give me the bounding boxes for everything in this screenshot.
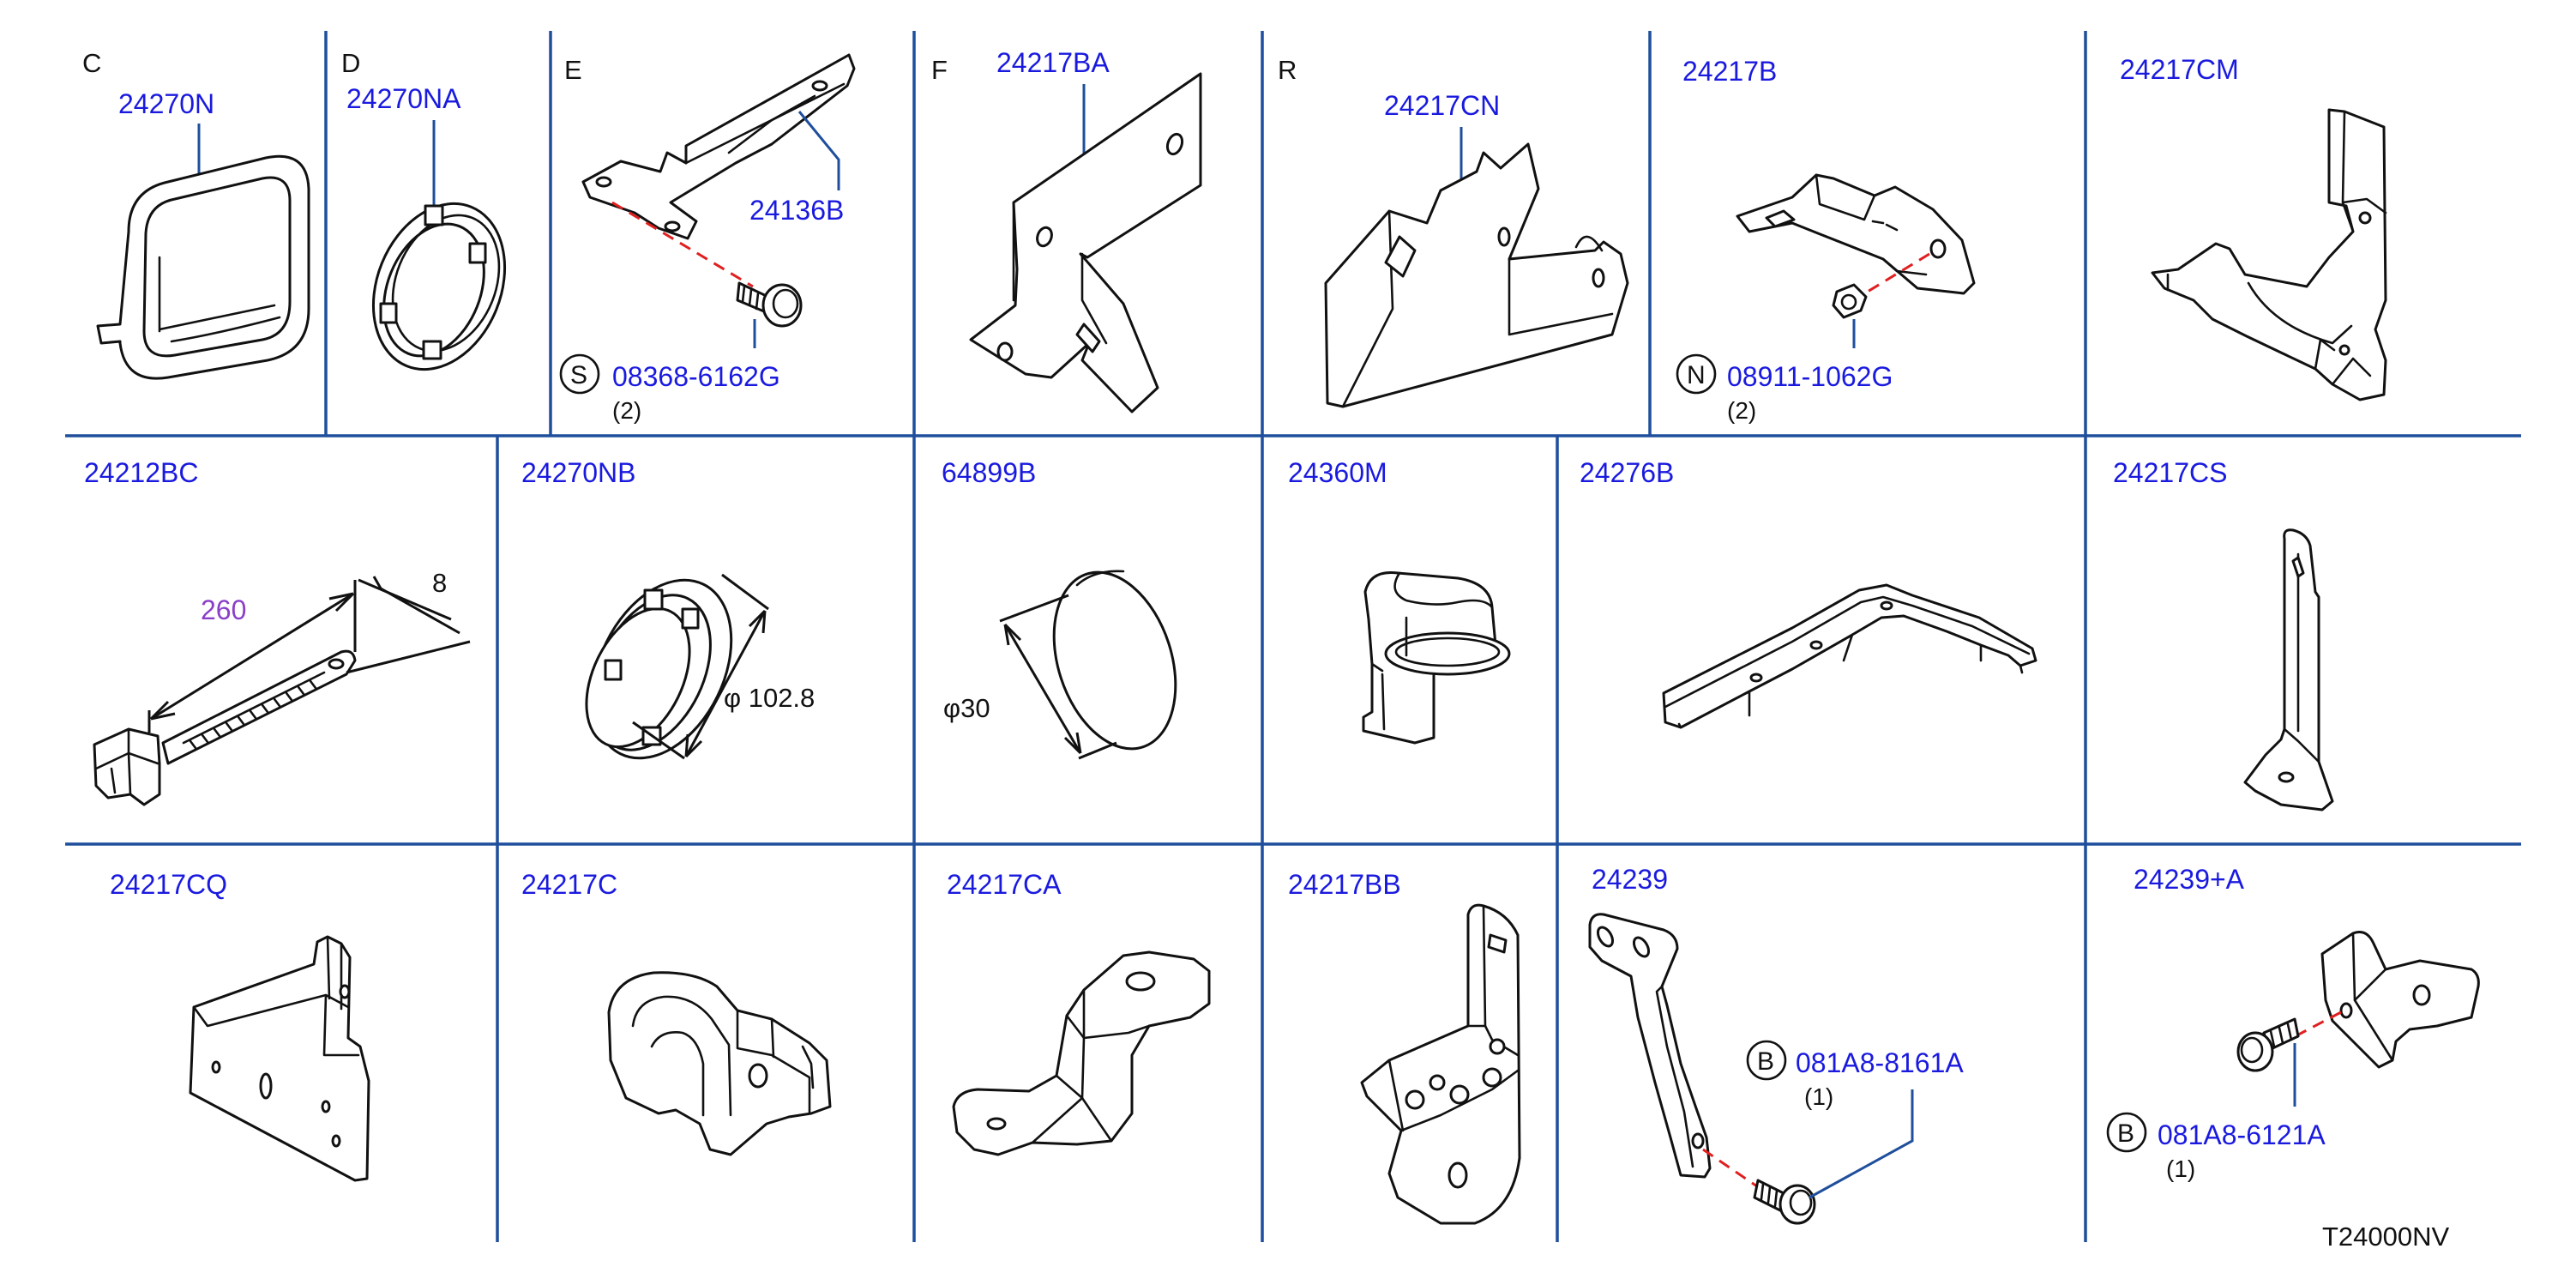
bracket-24217cn-drawing xyxy=(1324,142,1629,408)
symbol-s: S xyxy=(559,353,600,395)
boot-cover-drawing xyxy=(1362,570,1511,745)
fastener-qty-e: (2) xyxy=(612,397,641,424)
part-number-24217c[interactable]: 24217C xyxy=(521,869,617,900)
part-number-24270na[interactable]: 24270NA xyxy=(346,83,461,114)
part-number-24217ba[interactable]: 24217BA xyxy=(996,47,1110,78)
svg-text:N: N xyxy=(1687,361,1706,389)
bolt-24239a-drawing xyxy=(2236,1017,2300,1072)
bracket-24217cm-drawing xyxy=(2151,108,2387,401)
part-number-24217b[interactable]: 24217B xyxy=(1682,56,1777,87)
symbol-n: N xyxy=(1676,353,1717,395)
dimension-length-260: 260 xyxy=(201,594,246,625)
cell-c-letter: C xyxy=(82,48,101,78)
part-number-24239[interactable]: 24239 xyxy=(1592,864,1668,895)
bracket-24217ba-drawing xyxy=(969,72,1202,413)
bracket-24217ca-drawing xyxy=(952,950,1211,1156)
dimension-arrows-tie xyxy=(147,576,471,733)
bracket-24217bb-drawing xyxy=(1360,903,1521,1225)
svg-text:B: B xyxy=(1757,1047,1774,1076)
part-number-24217cs[interactable]: 24217CS xyxy=(2113,457,2227,488)
part-number-24276b[interactable]: 24276B xyxy=(1580,457,1674,488)
cell-f-letter: F xyxy=(931,55,948,85)
dimension-diameter-30: φ30 xyxy=(943,693,990,723)
ring-grommet-drawing xyxy=(371,202,507,371)
bolt-24239-drawing xyxy=(1753,1179,1816,1225)
part-number-24217cm[interactable]: 24217CM xyxy=(2120,54,2239,85)
fastener-08911-1062g[interactable]: 08911-1062G xyxy=(1727,361,1893,392)
cell-d-letter: D xyxy=(341,48,360,78)
dimension-width-8: 8 xyxy=(432,568,447,598)
bracket-24217cs-drawing xyxy=(2243,528,2334,811)
part-number-24212bc[interactable]: 24212BC xyxy=(84,457,198,488)
part-number-24217ca[interactable]: 24217CA xyxy=(947,869,1062,900)
fastener-qty-b1: (1) xyxy=(1804,1083,1833,1110)
part-number-24239-a[interactable]: 24239+A xyxy=(2134,864,2245,895)
symbol-b-24239a: B xyxy=(2106,1112,2147,1153)
fastener-081a8-8161a[interactable]: 081A8-8161A xyxy=(1796,1047,1964,1078)
part-number-24360m[interactable]: 24360M xyxy=(1288,457,1387,488)
grommet-ring-drawing xyxy=(96,154,310,380)
svg-text:S: S xyxy=(570,361,587,389)
fastener-qty-n: (2) xyxy=(1727,397,1756,424)
diameter-arrow-nb xyxy=(632,573,769,760)
plug-cap-drawing xyxy=(1052,570,1177,751)
cell-r-letter: R xyxy=(1278,55,1297,85)
part-number-24217cq[interactable]: 24217CQ xyxy=(110,869,227,900)
part-number-24270nb[interactable]: 24270NB xyxy=(521,457,635,488)
bracket-24239a-drawing xyxy=(2320,931,2480,1069)
bracket-24276b-drawing xyxy=(1662,583,2037,729)
diameter-arrow-plug xyxy=(999,594,1117,760)
ring-grommet-nb-drawing xyxy=(585,578,733,760)
dimension-diameter-102-8: φ 102.8 xyxy=(724,683,815,713)
bracket-24217cq-drawing xyxy=(189,935,370,1182)
bolt-drawing xyxy=(736,281,803,328)
diagram-code: T24000NV xyxy=(2322,1222,2450,1252)
bracket-24217b-drawing xyxy=(1736,173,1976,295)
part-number-24217cn[interactable]: 24217CN xyxy=(1384,90,1500,121)
fastener-081a8-6121a[interactable]: 081A8-6121A xyxy=(2158,1119,2326,1150)
part-number-24136b[interactable]: 24136B xyxy=(749,195,844,226)
part-number-64899b[interactable]: 64899B xyxy=(942,457,1036,488)
part-number-24270n[interactable]: 24270N xyxy=(118,88,214,119)
fastener-qty-b2: (1) xyxy=(2166,1155,2195,1182)
cell-e-letter: E xyxy=(564,55,582,85)
symbol-b-24239: B xyxy=(1746,1040,1787,1081)
nut-drawing xyxy=(1832,283,1868,319)
fastener-08368-6162g[interactable]: 08368-6162G xyxy=(612,361,780,392)
bracket-24239-drawing xyxy=(1588,913,1712,1179)
bracket-24136b-drawing xyxy=(581,53,856,240)
grid-lines xyxy=(65,31,2521,1242)
bracket-24217c-drawing xyxy=(607,971,832,1156)
cable-tie-drawing xyxy=(93,649,357,806)
part-number-24217bb[interactable]: 24217BB xyxy=(1288,869,1401,900)
svg-text:B: B xyxy=(2117,1119,2134,1148)
